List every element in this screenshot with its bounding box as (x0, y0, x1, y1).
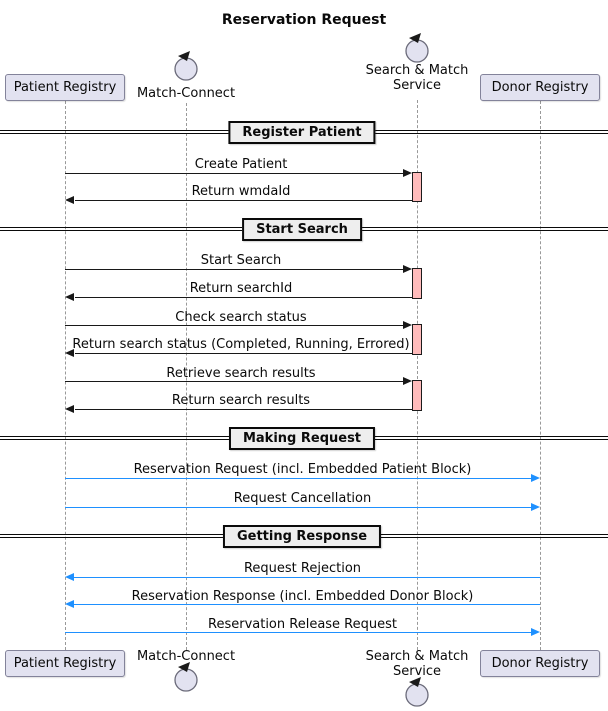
message-arrow-line (75, 297, 412, 298)
message-label: Return search results (171, 393, 311, 408)
arrowhead-right-icon (403, 169, 412, 177)
message-label: Reservation Release Request (208, 617, 397, 632)
lifeline-match-connect (186, 103, 187, 650)
arrowhead-right-icon (403, 377, 412, 385)
arrowhead-right-icon (403, 265, 412, 273)
lifeline-patient-registry (65, 101, 66, 650)
participant-donor-registry-bottom: Donor Registry (480, 650, 600, 677)
participant-search-match-top-line1: Search & Match (365, 63, 469, 78)
message-label: Return search status (Completed, Running… (72, 337, 410, 352)
message-arrow-line (65, 632, 531, 633)
arrowhead-left-icon (65, 573, 74, 581)
message-arrow-line (65, 478, 531, 479)
divider-making-request: Making Request (228, 427, 376, 450)
control-icon-search-match-top (405, 33, 429, 63)
participant-patient-registry-bottom: Patient Registry (5, 650, 125, 677)
message-arrow-line (75, 353, 412, 354)
message-arrow-line (75, 200, 412, 201)
divider-register-patient: Register Patient (228, 121, 376, 144)
participant-search-match-top-line2: Service (392, 78, 442, 93)
arrowhead-left-icon (65, 196, 74, 204)
arrowhead-left-icon (65, 405, 74, 413)
participant-search-match-bottom-line2: Service (392, 664, 442, 679)
message-label: Reservation Response (incl. Embedded Don… (131, 589, 474, 604)
diagram-title: Reservation Request (221, 12, 387, 28)
message-arrow-line (74, 604, 540, 605)
control-icon-match-connect-bottom (174, 662, 198, 692)
message-arrow-line (74, 577, 540, 578)
activation-bar (412, 268, 422, 299)
message-label: Return searchId (189, 281, 293, 296)
divider-getting-response: Getting Response (222, 525, 382, 548)
message-label: Create Patient (194, 157, 288, 172)
participant-donor-registry-top: Donor Registry (480, 74, 600, 101)
activation-bar (412, 380, 422, 411)
arrowhead-right-icon (531, 628, 540, 636)
activation-bar (412, 324, 422, 355)
lifeline-search-match-service (417, 100, 418, 650)
message-arrow-line (75, 409, 412, 410)
participant-match-connect-top: Match-Connect (136, 86, 236, 101)
message-arrow-line (65, 507, 531, 508)
message-arrow-line (65, 325, 403, 326)
lifeline-donor-registry (540, 101, 541, 650)
message-label: Request Rejection (243, 561, 362, 576)
message-arrow-line (65, 381, 403, 382)
arrowhead-right-icon (531, 503, 540, 511)
participant-patient-registry-top: Patient Registry (5, 74, 125, 101)
message-arrow-line (65, 269, 403, 270)
divider-start-search: Start Search (242, 218, 362, 241)
arrowhead-right-icon (403, 321, 412, 329)
arrowhead-left-icon (65, 349, 74, 357)
control-icon-match-connect-top (174, 51, 198, 81)
participant-search-match-bottom-line1: Search & Match (365, 649, 469, 664)
control-icon-search-match-bottom (405, 677, 429, 707)
arrowhead-left-icon (65, 293, 74, 301)
message-label: Retrieve search results (166, 366, 316, 381)
arrowhead-right-icon (531, 474, 540, 482)
message-label: Reservation Request (incl. Embedded Pati… (133, 462, 472, 477)
message-label: Request Cancellation (233, 491, 372, 506)
message-arrow-line (65, 173, 403, 174)
message-label: Start Search (200, 253, 282, 268)
message-label: Return wmdaId (191, 184, 291, 199)
message-label: Check search status (175, 310, 307, 325)
activation-bar (412, 172, 422, 202)
arrowhead-left-icon (65, 600, 74, 608)
participant-match-connect-bottom: Match-Connect (136, 649, 236, 664)
